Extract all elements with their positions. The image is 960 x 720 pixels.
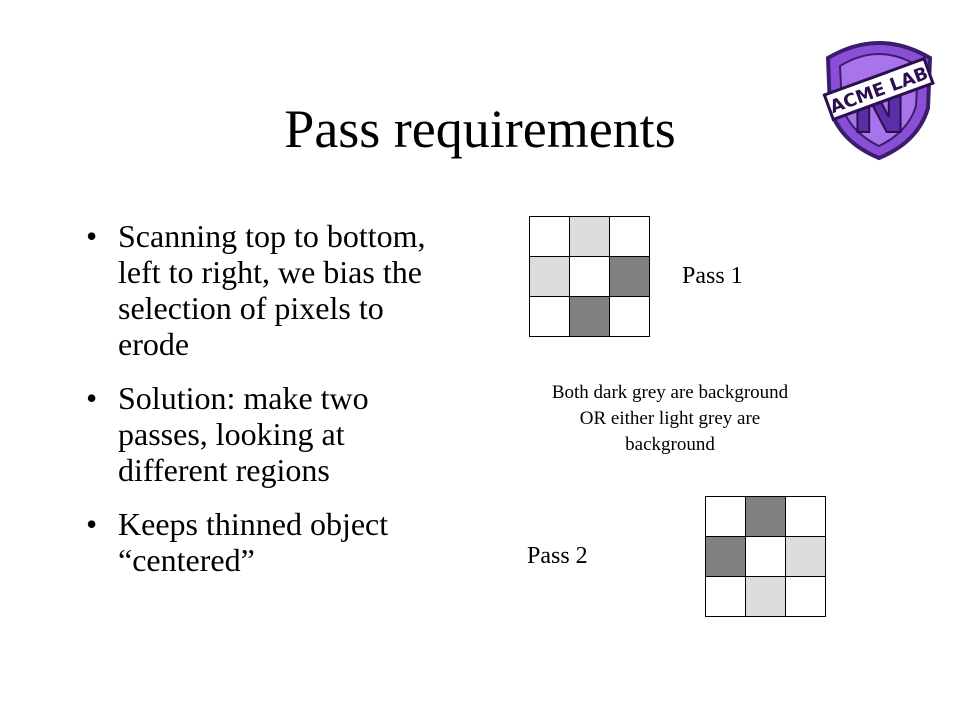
bullet-list: • Scanning top to bottom, left to right,… — [86, 218, 446, 596]
bullet-icon: • — [86, 218, 98, 254]
grid-cell-white — [610, 217, 650, 257]
bullet-item: • Solution: make two passes, looking at … — [86, 380, 446, 488]
grid-cell-white — [530, 217, 570, 257]
grid-cell-dark — [706, 537, 746, 577]
bullet-icon: • — [86, 506, 98, 542]
pass-note: Both dark grey are background OR either … — [551, 382, 789, 455]
grid-cell-white — [706, 577, 746, 617]
bullet-item: • Keeps thinned object “centered” — [86, 506, 446, 578]
pass2-label: Pass 2 — [527, 543, 588, 569]
grid-cell-dark — [746, 497, 786, 537]
grid-cell-dark — [570, 297, 610, 337]
grid-cell-white — [530, 297, 570, 337]
bullet-text: Keeps thinned object “centered” — [118, 506, 389, 578]
grid-cell-white — [786, 577, 826, 617]
grid-cell-light — [570, 217, 610, 257]
grid-cell-white — [786, 497, 826, 537]
pass2-grid — [705, 496, 826, 617]
grid-cell-light — [786, 537, 826, 577]
grid-cell-white — [706, 497, 746, 537]
bullet-text: Solution: make two passes, looking at di… — [118, 380, 369, 488]
grid-cell-light — [746, 577, 786, 617]
grid-cell-white — [610, 297, 650, 337]
grid-cell-white — [746, 537, 786, 577]
bullet-icon: • — [86, 380, 98, 416]
grid-cell-light — [530, 257, 570, 297]
pass1-label: Pass 1 — [682, 263, 743, 289]
slide-title: Pass requirements — [284, 99, 676, 159]
bullet-text: Scanning top to bottom, left to right, w… — [118, 218, 426, 362]
grid-cell-dark — [610, 257, 650, 297]
logo-banner — [822, 56, 935, 122]
bullet-item: • Scanning top to bottom, left to right,… — [86, 218, 446, 362]
grid-cell-white — [570, 257, 610, 297]
acme-lab-shield-logo-icon: N ACME LAB — [822, 41, 935, 161]
pass1-grid — [529, 216, 650, 337]
